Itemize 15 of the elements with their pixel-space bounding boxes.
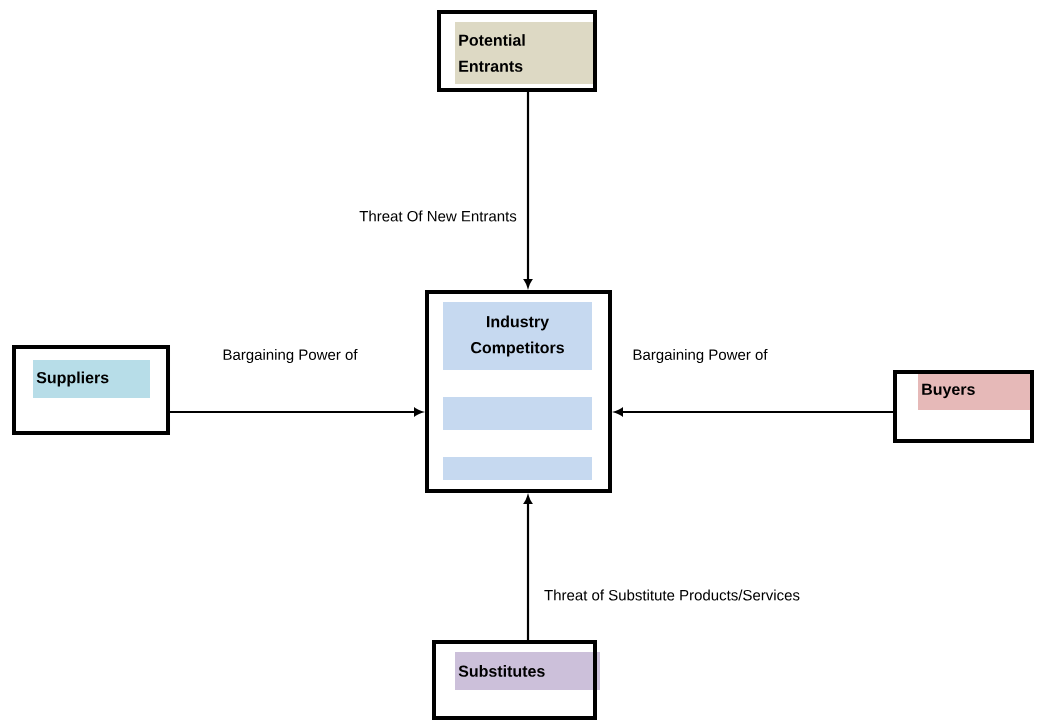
process-box: Potential Entrants [437, 10, 597, 92]
bar [443, 457, 592, 480]
arrow [524, 495, 532, 640]
process-box: Buyers [893, 370, 1034, 443]
bar [443, 397, 592, 430]
edge-label: Threat of Substitute Products/Services [542, 587, 802, 603]
arrow [614, 408, 893, 416]
edge-label: Threat Of New Entrants [357, 208, 519, 224]
process-box: Substitutes [432, 640, 600, 720]
process-box: Suppliers [12, 345, 170, 435]
arrow [524, 92, 532, 288]
edge-label: Bargaining Power of [220, 347, 360, 365]
industry-box: Industry Competitors [425, 290, 612, 493]
edge-label: Bargaining Power of [630, 347, 770, 365]
arrow [170, 408, 423, 416]
